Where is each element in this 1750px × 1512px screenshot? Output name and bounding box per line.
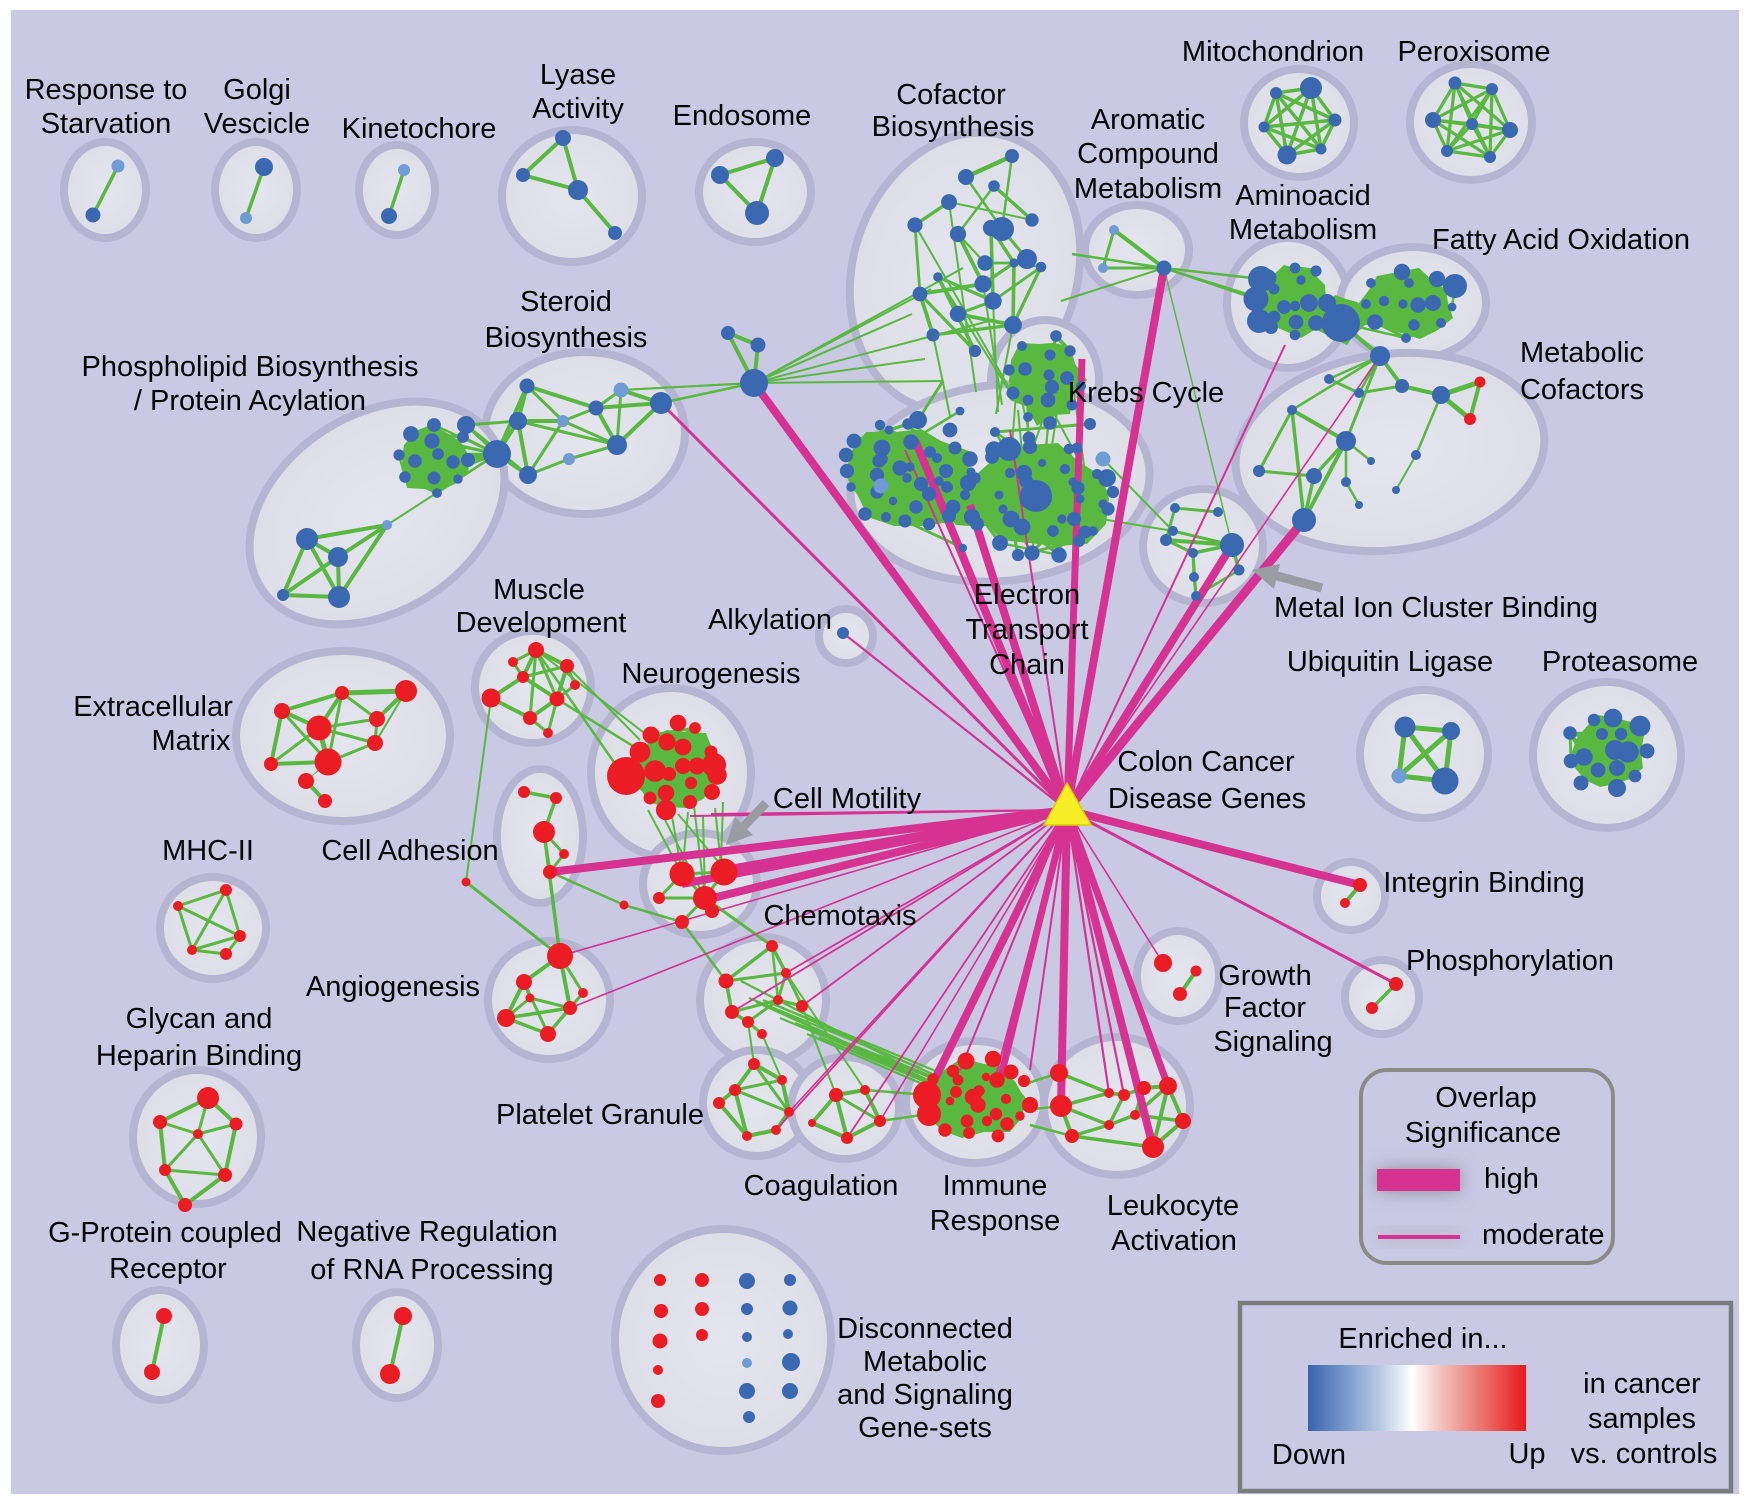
svg-text:Muscle: Muscle — [493, 574, 585, 606]
svg-text:Gene-sets: Gene-sets — [858, 1412, 992, 1444]
svg-text:Immune: Immune — [943, 1170, 1048, 1202]
svg-text:Metabolism: Metabolism — [1229, 214, 1377, 246]
svg-text:Fatty Acid Oxidation: Fatty Acid Oxidation — [1432, 224, 1690, 256]
svg-text:Peroxisome: Peroxisome — [1397, 36, 1550, 68]
svg-text:Disconnected: Disconnected — [837, 1313, 1013, 1345]
svg-text:Cell Adhesion: Cell Adhesion — [321, 835, 498, 867]
svg-text:vs. controls: vs. controls — [1571, 1438, 1718, 1470]
svg-text:Kinetochore: Kinetochore — [342, 113, 497, 145]
svg-text:Cell Motility: Cell Motility — [773, 783, 922, 815]
svg-text:moderate: moderate — [1482, 1219, 1605, 1251]
svg-text:Mitochondrion: Mitochondrion — [1182, 36, 1364, 68]
svg-text:Compound: Compound — [1077, 138, 1219, 170]
svg-text:in cancer: in cancer — [1583, 1368, 1701, 1400]
svg-text:Signaling: Signaling — [1213, 1026, 1332, 1058]
svg-text:Disease Genes: Disease Genes — [1108, 783, 1306, 815]
svg-text:high: high — [1484, 1163, 1539, 1195]
svg-text:Leukocyte: Leukocyte — [1107, 1190, 1239, 1222]
svg-text:Colon Cancer: Colon Cancer — [1117, 746, 1295, 778]
svg-text:Platelet Granule: Platelet Granule — [496, 1099, 704, 1131]
svg-text:Up: Up — [1508, 1438, 1545, 1470]
svg-text:Metabolic: Metabolic — [863, 1346, 987, 1378]
svg-text:Phosphorylation: Phosphorylation — [1406, 945, 1614, 977]
svg-text:Cofactor: Cofactor — [896, 79, 1006, 111]
svg-text:Activation: Activation — [1111, 1225, 1237, 1257]
svg-text:Endosome: Endosome — [673, 100, 812, 132]
svg-text:Biosynthesis: Biosynthesis — [872, 111, 1035, 143]
svg-text:Development: Development — [456, 607, 627, 639]
svg-text:Golgi: Golgi — [223, 74, 291, 106]
svg-text:Factor: Factor — [1224, 992, 1307, 1024]
svg-text:Activity: Activity — [532, 93, 624, 125]
svg-text:Chain: Chain — [989, 649, 1065, 681]
svg-text:Krebs Cycle: Krebs Cycle — [1068, 377, 1224, 409]
svg-text:Alkylation: Alkylation — [708, 604, 832, 636]
svg-text:Extracellular: Extracellular — [73, 691, 233, 723]
svg-text:Transport: Transport — [965, 614, 1088, 646]
svg-text:Enriched in...: Enriched in... — [1338, 1323, 1507, 1355]
svg-text:Glycan and: Glycan and — [126, 1003, 273, 1035]
svg-text:Aromatic: Aromatic — [1091, 104, 1205, 136]
svg-text:samples: samples — [1588, 1403, 1696, 1435]
svg-text:Ubiquitin Ligase: Ubiquitin Ligase — [1287, 646, 1493, 678]
svg-text:Vescicle: Vescicle — [204, 108, 310, 140]
svg-text:Proteasome: Proteasome — [1542, 646, 1698, 678]
svg-text:Overlap: Overlap — [1435, 1082, 1537, 1114]
svg-text:Metal Ion Cluster Binding: Metal Ion Cluster Binding — [1274, 592, 1598, 624]
svg-text:Phospholipid Biosynthesis: Phospholipid Biosynthesis — [82, 351, 419, 383]
svg-text:Response: Response — [930, 1205, 1061, 1237]
svg-text:Metabolic: Metabolic — [1520, 337, 1644, 369]
svg-text:Matrix: Matrix — [152, 725, 231, 757]
svg-text:Significance: Significance — [1405, 1117, 1561, 1149]
svg-text:/ Protein Acylation: / Protein Acylation — [134, 385, 366, 417]
svg-text:Coagulation: Coagulation — [744, 1170, 899, 1202]
svg-text:Electron: Electron — [974, 579, 1080, 611]
svg-text:Growth: Growth — [1218, 960, 1311, 992]
svg-text:Starvation: Starvation — [41, 108, 172, 140]
svg-text:Receptor: Receptor — [109, 1253, 227, 1285]
svg-text:and Signaling: and Signaling — [837, 1379, 1013, 1411]
svg-text:Down: Down — [1272, 1439, 1346, 1471]
svg-text:of RNA Processing: of RNA Processing — [310, 1254, 553, 1286]
svg-text:Neurogenesis: Neurogenesis — [622, 658, 801, 690]
svg-text:Steroid: Steroid — [520, 286, 612, 318]
svg-text:Negative Regulation: Negative Regulation — [296, 1216, 557, 1248]
svg-text:Response to: Response to — [25, 74, 188, 106]
svg-text:Cofactors: Cofactors — [1520, 374, 1644, 406]
svg-text:Heparin Binding: Heparin Binding — [96, 1040, 302, 1072]
svg-text:Angiogenesis: Angiogenesis — [306, 971, 480, 1003]
svg-text:Biosynthesis: Biosynthesis — [485, 322, 648, 354]
svg-text:Aminoacid: Aminoacid — [1235, 180, 1370, 212]
svg-text:Lyase: Lyase — [540, 59, 616, 91]
svg-text:MHC-II: MHC-II — [162, 835, 254, 867]
svg-text:Chemotaxis: Chemotaxis — [763, 900, 916, 932]
svg-text:Metabolism: Metabolism — [1074, 173, 1222, 205]
svg-text:Integrin Binding: Integrin Binding — [1383, 867, 1585, 899]
svg-text:G-Protein coupled: G-Protein coupled — [48, 1217, 282, 1249]
